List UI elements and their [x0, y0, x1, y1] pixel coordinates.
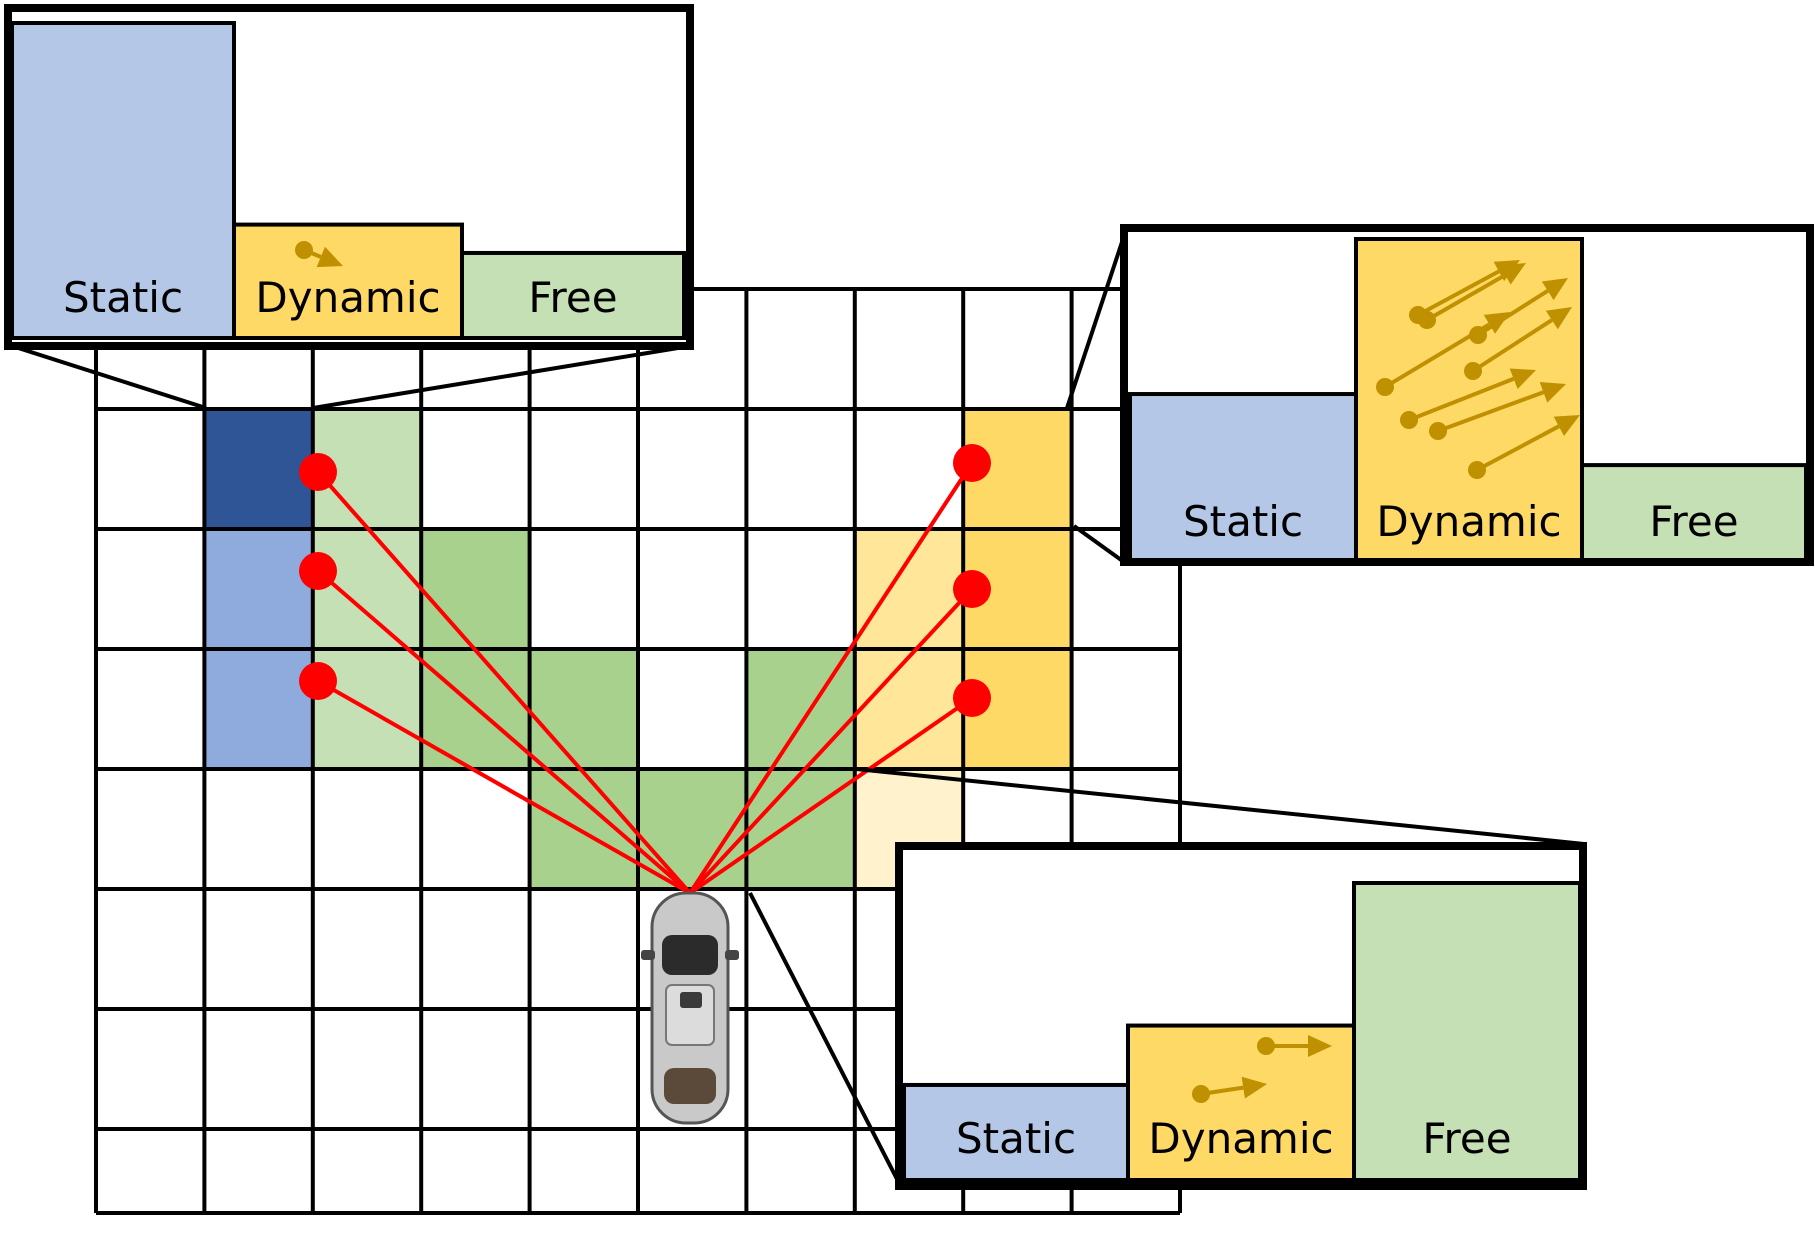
zoom-connector: [1065, 235, 1126, 409]
histogram-top-left: Static Dynamic Free: [4, 4, 694, 350]
grid-cell: [204, 409, 313, 529]
histogram-frame: [1120, 224, 1814, 566]
motion-arrow-shaft: [1471, 318, 1553, 373]
motion-arrow-head: [1499, 263, 1526, 285]
grid-cell: [854, 649, 964, 769]
histogram-bar-label: Static: [956, 1114, 1076, 1163]
motion-arrow-head: [1545, 307, 1572, 330]
car-icon: [641, 891, 739, 1125]
zoom-connector: [1072, 524, 1126, 564]
histogram-bar-label: Free: [1422, 1114, 1511, 1163]
sensor-ray: [688, 461, 974, 895]
ray-hit-point: [299, 662, 337, 700]
car-rear-window: [664, 1068, 716, 1104]
ray-hit-point: [953, 679, 991, 717]
histogram-right: Static Dynamic Free: [1120, 224, 1814, 566]
grid-cell: [746, 769, 855, 889]
histogram-frame: [4, 4, 694, 350]
sensor-ray: [316, 569, 692, 895]
sensor-ray: [688, 587, 974, 895]
motion-arrow-head: [1483, 312, 1510, 334]
motion-arrow-head: [1308, 1035, 1332, 1057]
histogram-bar-label: Dynamic: [1148, 1114, 1333, 1163]
zoom-connector: [748, 892, 901, 1184]
histogram-frame: [895, 842, 1587, 1190]
grid-cell: [204, 649, 313, 769]
motion-arrow-shaft: [1408, 376, 1515, 422]
histogram-bar-free: [460, 250, 686, 340]
motion-arrow-shaft: [1200, 1085, 1244, 1096]
histogram-bar-label: Dynamic: [1376, 497, 1561, 546]
zoom-connector: [855, 767, 1585, 846]
histogram-bar-label: Static: [1183, 497, 1303, 546]
car-sunroof: [680, 992, 702, 1008]
motion-arrow-head: [1541, 278, 1568, 301]
car-windshield: [662, 935, 718, 975]
motion-arrow-head: [1553, 415, 1580, 437]
motion-arrow-shaft: [1437, 390, 1545, 433]
sensor-ray: [688, 696, 974, 895]
ray-hit-point: [953, 570, 991, 608]
sensor-ray: [317, 679, 691, 895]
motion-arrow-shaft: [1417, 269, 1500, 317]
motion-arrow-shaft: [1426, 273, 1507, 322]
motion-arrow-shaft: [1476, 424, 1560, 472]
zoom-connector: [11, 344, 207, 410]
histogram-bar-dynamic: [232, 222, 464, 341]
grid-cell: [421, 529, 530, 649]
ray-hit-point: [299, 453, 337, 491]
grid-cell: [529, 769, 638, 889]
histogram-bottom-right: Static Dynamic Free: [895, 842, 1587, 1190]
grid-cell: [638, 769, 747, 889]
histogram-bar-static: [10, 21, 236, 340]
histogram-bar-label: Free: [1649, 497, 1738, 546]
motion-arrow-head: [1241, 1076, 1267, 1099]
ray-hit-point: [953, 444, 991, 482]
zoom-connectors: [11, 235, 1585, 1184]
sensor-rays: [299, 444, 991, 895]
grid-cell: [529, 649, 638, 769]
motion-arrow-shaft: [303, 248, 322, 259]
motion-arrow-shaft: [1476, 289, 1549, 337]
histogram-bar-label: Static: [63, 273, 183, 322]
grid-cell: [312, 529, 422, 649]
histogram-bar-free: [1352, 881, 1582, 1182]
histogram-bar-label: Dynamic: [255, 273, 440, 322]
grid-cell: [204, 529, 313, 649]
motion-arrow-shaft: [1383, 322, 1491, 389]
sensor-ray: [316, 470, 692, 895]
zoom-connector: [312, 344, 691, 410]
ray-hit-point: [299, 552, 337, 590]
histogram-bar-label: Free: [528, 273, 617, 322]
motion-arrow-head: [1539, 381, 1566, 403]
grid-cell: [854, 529, 964, 649]
motion-arrow-head: [1509, 368, 1536, 390]
histogram-bar-static: [1128, 392, 1358, 565]
motion-arrow-head: [316, 246, 343, 268]
car-mirror-left: [641, 950, 655, 960]
car-mirror-right: [725, 950, 739, 960]
